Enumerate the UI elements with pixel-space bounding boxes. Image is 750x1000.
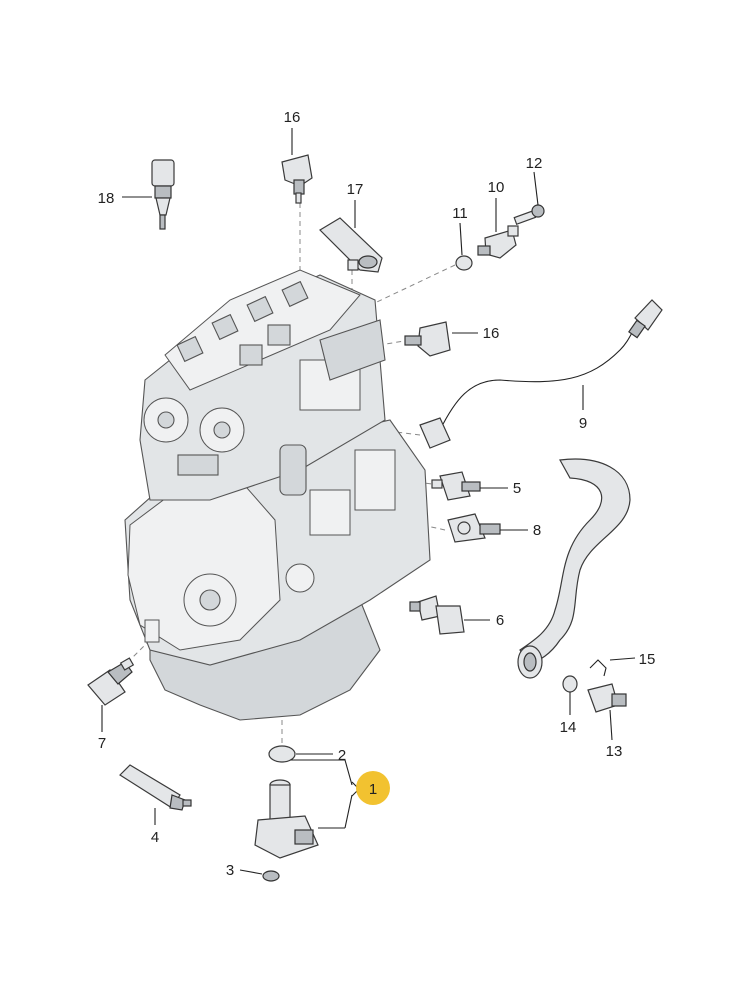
- part-16-sensor-top: [281, 154, 313, 204]
- callout-16-right[interactable]: 16: [483, 325, 500, 342]
- part-15-clip: [589, 659, 607, 677]
- callout-13[interactable]: 13: [606, 743, 623, 760]
- part-16-sensor-right: [404, 321, 451, 357]
- part-1-oil-level-sensor: [254, 779, 319, 859]
- part-17-sensor: [319, 217, 383, 273]
- part-9-sensor-with-cable: [419, 299, 663, 449]
- callout-7[interactable]: 7: [98, 735, 106, 752]
- callout-3[interactable]: 3: [226, 862, 234, 879]
- callout-5[interactable]: 5: [513, 480, 521, 497]
- part-3-nut: [262, 870, 280, 882]
- part-12-bolt: [513, 204, 545, 226]
- part-5-sensor: [431, 471, 481, 501]
- leader-lines: [101, 128, 636, 875]
- callout-4[interactable]: 4: [151, 829, 159, 846]
- part-13-sensor: [587, 683, 627, 713]
- callout-6[interactable]: 6: [496, 612, 504, 629]
- callout-10[interactable]: 10: [488, 179, 505, 196]
- part-10-sensor: [477, 225, 519, 259]
- callout-16-top[interactable]: 16: [284, 109, 301, 126]
- callout-11[interactable]: 11: [452, 205, 468, 222]
- callout-8[interactable]: 8: [533, 522, 541, 539]
- part-14-o-ring: [562, 675, 578, 693]
- callout-12[interactable]: 12: [526, 155, 543, 172]
- callout-17[interactable]: 17: [347, 181, 364, 198]
- callout-1[interactable]: 1: [369, 781, 377, 798]
- callout-18[interactable]: 18: [98, 190, 115, 207]
- callout-2[interactable]: 2: [338, 747, 346, 764]
- callout-14[interactable]: 14: [560, 719, 577, 736]
- part-8-sensor: [447, 513, 501, 543]
- callout-9[interactable]: 9: [579, 415, 587, 432]
- part-18-sender: [151, 159, 175, 230]
- part-4-sealant-tube: [119, 764, 192, 811]
- engine-block: [124, 185, 456, 745]
- part-7-sensor: [87, 657, 135, 706]
- coolant-hose: [517, 458, 631, 679]
- part-11-o-ring: [455, 255, 473, 271]
- part-2-o-ring: [268, 745, 296, 763]
- callout-15[interactable]: 15: [639, 651, 656, 668]
- callout-1-highlight: [356, 771, 390, 805]
- part-6-sensor: [409, 595, 465, 635]
